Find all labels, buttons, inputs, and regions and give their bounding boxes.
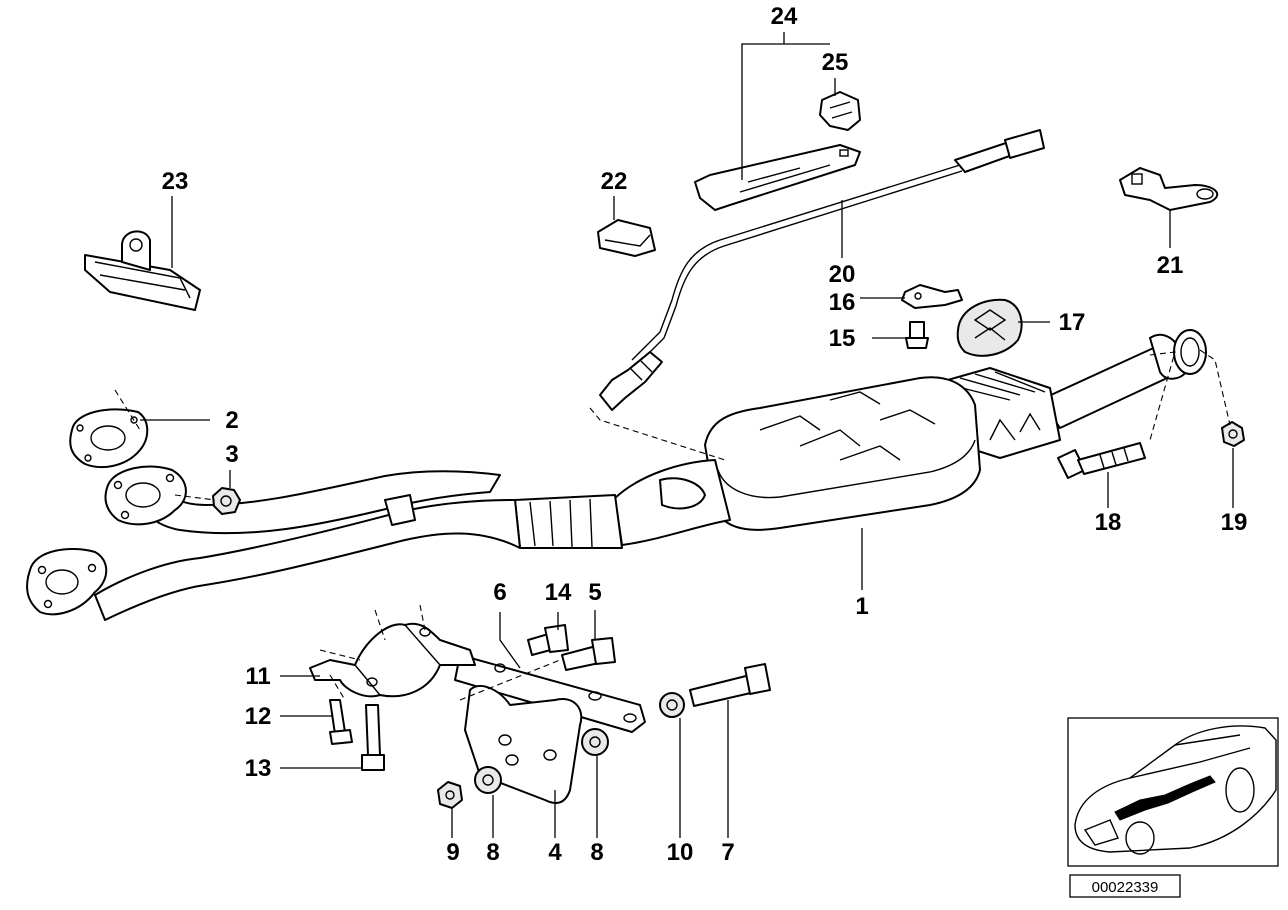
- callout-18: 18: [1095, 509, 1122, 536]
- gasket-part: [69, 408, 149, 469]
- callout-12: 12: [245, 703, 272, 730]
- callout-5: 5: [588, 579, 601, 606]
- washer-part-8-left: [474, 766, 502, 794]
- bracket-part-16: [901, 284, 963, 309]
- bolt-part-12: [329, 699, 353, 745]
- clamp-part-11: [309, 622, 476, 698]
- callout-7: 7: [721, 839, 734, 866]
- callout-1: 1: [855, 593, 868, 620]
- diagram-code: 00022339: [1069, 874, 1181, 898]
- nut-part-19: [1221, 421, 1245, 447]
- callout-11: 11: [245, 663, 270, 690]
- callout-8-left: 8: [486, 839, 499, 866]
- nut-part-9: [437, 781, 463, 809]
- bolt-part-7: [689, 663, 771, 707]
- vehicle-location-inset: [1067, 717, 1279, 867]
- bolt-part-5: [561, 637, 616, 671]
- callout-20: 20: [829, 261, 856, 288]
- callout-16: 16: [829, 289, 856, 316]
- callout-13: 13: [245, 755, 272, 782]
- callout-24: 24: [771, 3, 798, 30]
- callout-2: 2: [225, 407, 238, 434]
- callout-14: 14: [545, 579, 572, 606]
- assembly-lines: [114, 349, 1231, 701]
- hanger-part-6: [454, 654, 646, 733]
- diagram-code-text: 00022339: [1092, 879, 1159, 896]
- washer-part-8-right: [581, 728, 609, 756]
- nut-part-3: [212, 487, 241, 515]
- callout-23: 23: [162, 168, 189, 195]
- bracket-part-21: [1119, 167, 1219, 211]
- callout-9: 9: [446, 839, 459, 866]
- callout-4: 4: [548, 839, 562, 866]
- callout-22: 22: [601, 168, 628, 195]
- callout-21: 21: [1157, 252, 1184, 279]
- callout-10: 10: [667, 839, 694, 866]
- bracket-part-24: [694, 144, 861, 211]
- washer-part-10: [659, 692, 685, 718]
- bracket-part-23: [84, 230, 201, 311]
- callout-19: 19: [1221, 509, 1248, 536]
- callout-6: 6: [493, 579, 506, 606]
- leader-lines: [140, 32, 1234, 838]
- bolt-part-13: [361, 704, 385, 771]
- clip-part-22: [597, 219, 656, 257]
- rubber-mount-part-17: [956, 298, 1023, 357]
- callout-labels: 1 2 3 4 5 6 7 8 8 9 10 11 12 13 14 15 16…: [162, 3, 1248, 866]
- oxygen-sensor-part-20: [599, 129, 1045, 411]
- bolt-part-15: [905, 321, 929, 349]
- clip-part-25: [819, 91, 861, 131]
- callout-17: 17: [1059, 309, 1086, 336]
- callout-25: 25: [822, 49, 849, 76]
- catalytic-converter-assembly: [26, 329, 1207, 621]
- callout-8-right: 8: [590, 839, 603, 866]
- callout-15: 15: [829, 325, 856, 352]
- bolt-part-14: [527, 624, 569, 656]
- callout-3: 3: [225, 441, 238, 468]
- bolt-part-18: [1057, 442, 1146, 479]
